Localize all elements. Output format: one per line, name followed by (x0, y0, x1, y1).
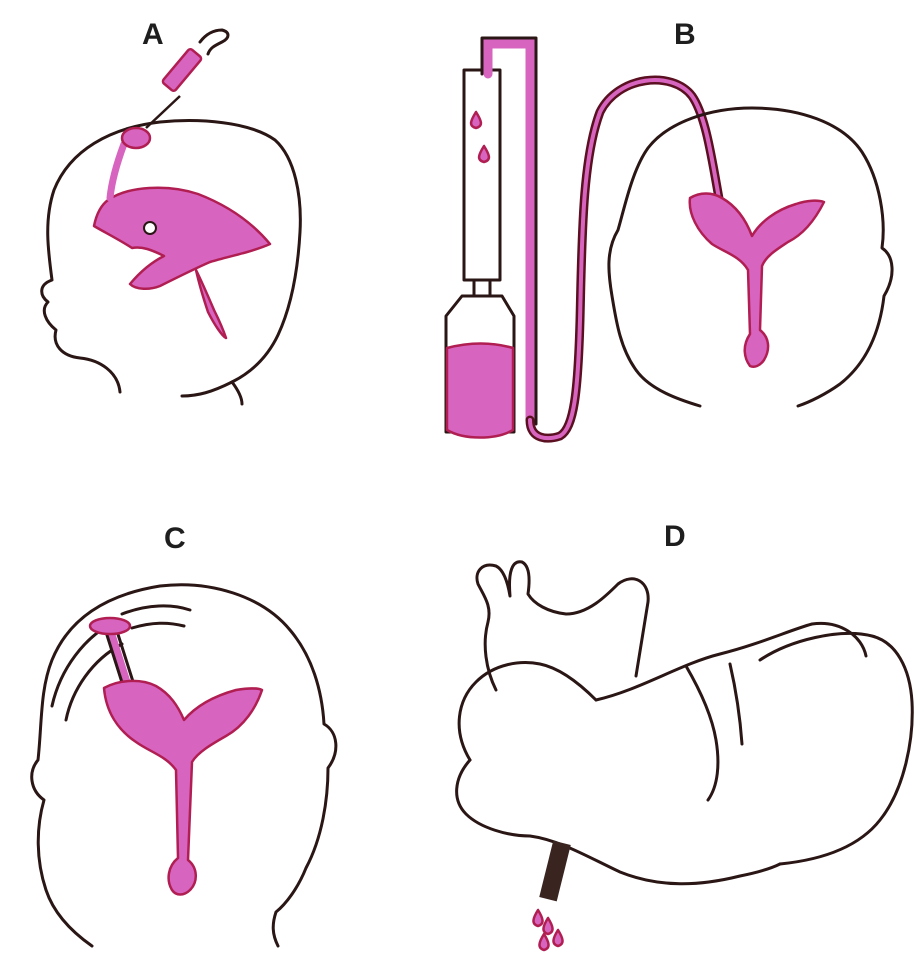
panel-label-b: B (674, 18, 696, 51)
neck-line (232, 382, 242, 404)
panel-label-d: D (664, 520, 686, 553)
drain-drop-2 (543, 918, 552, 934)
thalamus-mark (144, 222, 156, 234)
drip-drop-2 (479, 146, 489, 162)
infant-back (457, 760, 780, 884)
fourth-ventricle (196, 270, 226, 338)
catheter-a (110, 144, 124, 198)
infant-shin (730, 664, 742, 744)
lumbar-drain-tube (539, 841, 570, 902)
scalp-arc-3 (122, 606, 190, 614)
infant-knee (686, 666, 718, 800)
ventricle-c (104, 681, 262, 895)
reservoir-a (122, 128, 150, 148)
infant-body (459, 663, 596, 760)
drain-drop-3 (539, 934, 548, 950)
reservoir-c (90, 618, 130, 634)
ventricle-b (690, 194, 824, 367)
infant-head (760, 633, 912, 864)
syringe-barrel (162, 48, 203, 92)
infant-arm (477, 562, 648, 690)
drain-drop-1 (533, 910, 542, 926)
drip-drop-1 (471, 112, 481, 128)
drain-drop-4 (553, 930, 562, 946)
connector-neck (474, 280, 490, 296)
collection-fluid (447, 344, 513, 438)
drainage-tube-outer (530, 80, 720, 438)
lateral-ventricle (94, 188, 270, 289)
syringe-plunger (200, 30, 228, 54)
drip-chamber (464, 70, 500, 280)
panel-label-a: A (142, 18, 164, 51)
panel-b: B (446, 18, 892, 438)
panel-d: D (457, 520, 913, 950)
scalp-arc-4 (132, 623, 184, 628)
drainage-tube-inner (530, 80, 720, 438)
panel-label-c: C (164, 522, 186, 555)
panel-c: C (32, 522, 336, 946)
panel-a: A (42, 18, 301, 404)
